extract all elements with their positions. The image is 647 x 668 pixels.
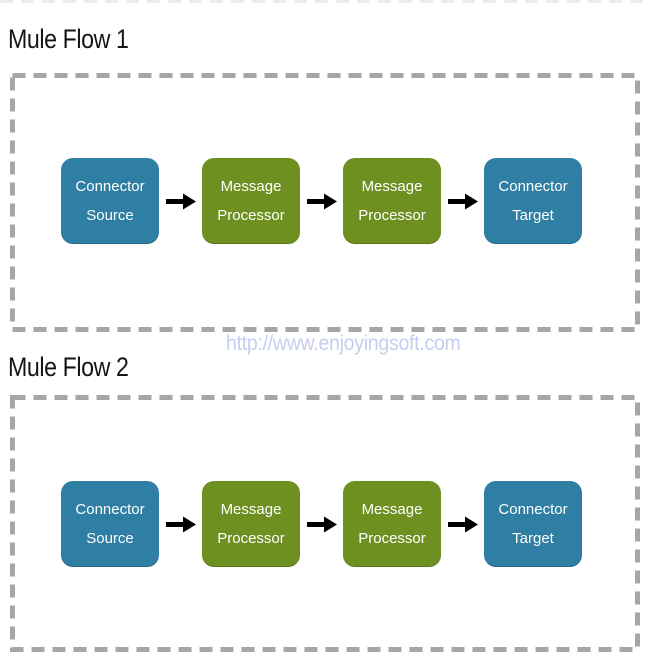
top-dashed-border-remnant [0,0,647,3]
node-label-line1: Message [220,178,282,195]
connector-target-node: Connector Target [484,481,582,567]
flow-arrow-icon [159,516,202,533]
flow-arrow-icon [300,193,343,210]
flow-arrow-icon [441,516,484,533]
node-label-line2: Source [86,530,134,547]
flow-2-node-row: Connector Source Message Processor [61,481,582,567]
message-processor-node: Message Processor [202,481,300,567]
message-processor-node: Message Processor [343,481,441,567]
mule-flow-1-section: Mule Flow 1 Connector Source Message [8,24,640,332]
flow-arrow-icon [441,193,484,210]
node-label-line2: Target [512,207,554,224]
node-label-line1: Message [220,501,282,518]
flow-2-title: Mule Flow 2 [8,352,129,382]
node-label-line2: Processor [358,207,426,224]
flow-1-boundary: Connector Source Message Processor [10,73,640,332]
node-label-line2: Processor [217,207,285,224]
message-processor-node: Message Processor [202,158,300,244]
mule-flow-2-section: Mule Flow 2 Connector Source Message [0,322,647,656]
node-label-line1: Connector [498,501,568,518]
flow-arrow-icon [300,516,343,533]
node-label-line1: Connector [498,178,568,195]
flow-2-boundary: Connector Source Message Processor [10,395,640,652]
node-label-line2: Processor [217,530,285,547]
connector-source-node: Connector Source [61,481,159,567]
connector-source-node: Connector Source [61,158,159,244]
flow-2-dashed-border [10,395,640,652]
connector-target-node: Connector Target [484,158,582,244]
node-label-line1: Message [361,501,423,518]
message-processor-node: Message Processor [343,158,441,244]
node-label-line2: Target [512,530,554,547]
watermark-url-text: http://www.enjoyingsoft.com [226,332,461,355]
node-label-line1: Connector [75,501,145,518]
node-label-line1: Message [361,178,423,195]
node-label-line2: Source [86,207,134,224]
node-label-line2: Processor [358,530,426,547]
flow-1-node-row: Connector Source Message Processor [61,158,582,244]
flow-arrow-icon [159,193,202,210]
flow-1-title: Mule Flow 1 [8,24,129,54]
node-label-line1: Connector [75,178,145,195]
